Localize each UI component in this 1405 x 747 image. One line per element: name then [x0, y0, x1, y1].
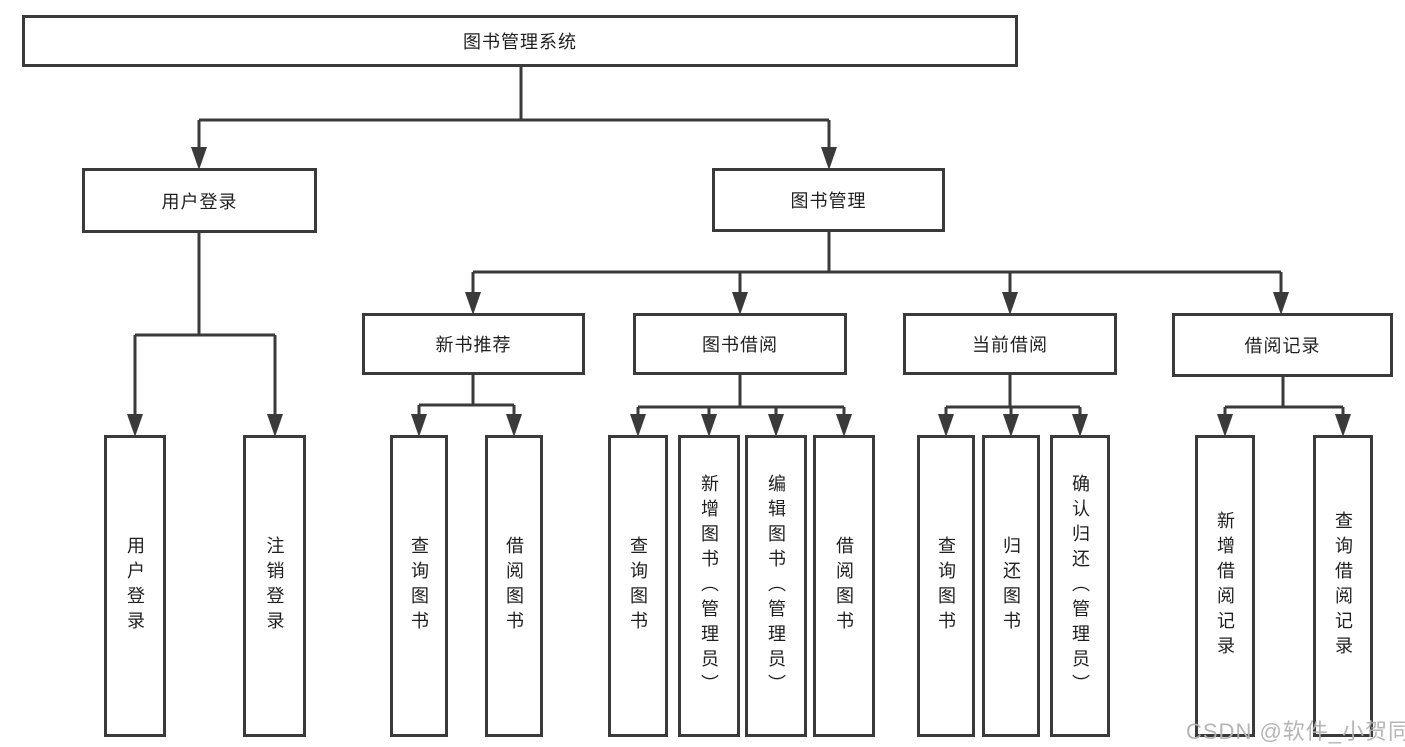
leaf-borrow-books-recommend: 借阅图书 [485, 435, 543, 737]
node-label: 编辑图书（管理员） [766, 473, 786, 699]
node-label: 新书推荐 [435, 335, 512, 355]
node-label: 查询图书 [936, 536, 956, 636]
node-label: 用户登录 [125, 536, 145, 636]
node-book-borrow: 图书借阅 [633, 313, 847, 375]
node-label: 图书借阅 [702, 335, 778, 355]
node-label: 图书管理系统 [463, 32, 577, 52]
node-label: 归还图书 [1001, 536, 1021, 636]
node-label: 借阅图书 [834, 536, 854, 636]
node-root-system: 图书管理系统 [22, 15, 1018, 67]
node-borrow-record: 借阅记录 [1172, 313, 1393, 377]
leaf-query-borrow-record: 查询借阅记录 [1313, 435, 1373, 737]
leaf-borrow-books: 借阅图书 [813, 435, 875, 737]
leaf-query-books-current: 查询图书 [917, 435, 975, 737]
node-user-login: 用户登录 [82, 168, 317, 233]
leaf-query-books-recommend: 查询图书 [390, 435, 448, 737]
node-label: 图书管理 [790, 191, 867, 211]
leaf-confirm-return-admin: 确认归还（管理员） [1050, 435, 1110, 737]
leaf-return-books: 归还图书 [982, 435, 1040, 737]
node-label: 注销登录 [264, 536, 285, 636]
leaf-add-books-admin: 新增图书（管理员） [678, 435, 740, 737]
leaf-edit-books-admin: 编辑图书（管理员） [745, 435, 807, 737]
node-label: 新增图书（管理员） [699, 473, 719, 699]
node-new-book-recommend: 新书推荐 [362, 313, 585, 375]
leaf-user-login: 用户登录 [104, 435, 166, 737]
node-label: 查询图书 [628, 536, 648, 636]
node-label: 确认归还（管理员） [1070, 473, 1090, 699]
node-label: 查询借阅记录 [1333, 511, 1353, 661]
node-label: 当前借阅 [972, 335, 1048, 355]
node-book-management: 图书管理 [712, 168, 945, 232]
node-label: 借阅记录 [1244, 336, 1321, 356]
node-label: 用户登录 [161, 191, 238, 212]
leaf-query-books-borrow: 查询图书 [608, 435, 668, 737]
node-label: 借阅图书 [504, 536, 524, 636]
node-current-borrow: 当前借阅 [903, 313, 1117, 375]
node-label: 新增借阅记录 [1215, 511, 1235, 661]
leaf-logout: 注销登录 [243, 435, 306, 737]
leaf-add-borrow-record: 新增借阅记录 [1195, 435, 1255, 737]
node-label: 查询图书 [409, 536, 429, 636]
